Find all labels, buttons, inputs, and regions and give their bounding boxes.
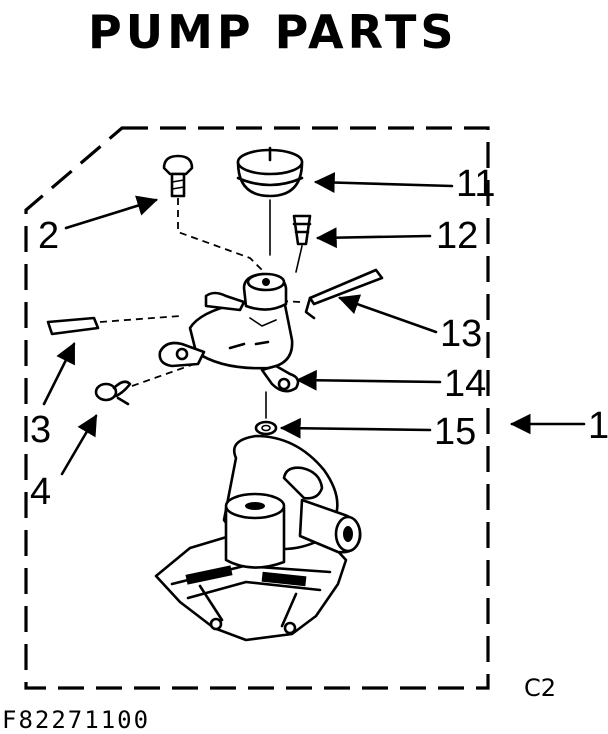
callout-2: 2 [38,215,59,257]
part-14-actuator [158,272,300,419]
callout-3: 3 [30,409,51,451]
part-4-spring [94,361,201,406]
callout-14: 14 [444,363,486,405]
part-3-clip [46,315,181,336]
part-number-code: F82271100 [2,706,150,734]
callout-11: 11 [456,163,495,205]
callout-12: 12 [436,215,478,257]
callout-13: 13 [440,313,482,355]
callout-4: 4 [30,471,51,513]
callout-1: 1 [588,405,608,447]
part-2-screw [162,154,263,271]
part-13-lever [259,268,384,320]
assembly-boundary [24,126,490,690]
part-11-cap [236,146,304,256]
callout-15: 15 [434,411,476,453]
part-12-fitting [292,214,312,273]
corner-code: C2 [524,674,556,702]
diagram-title: PUMP PARTS [88,5,458,59]
callout-arrows [42,172,586,476]
part-1-pump-body [154,434,362,642]
